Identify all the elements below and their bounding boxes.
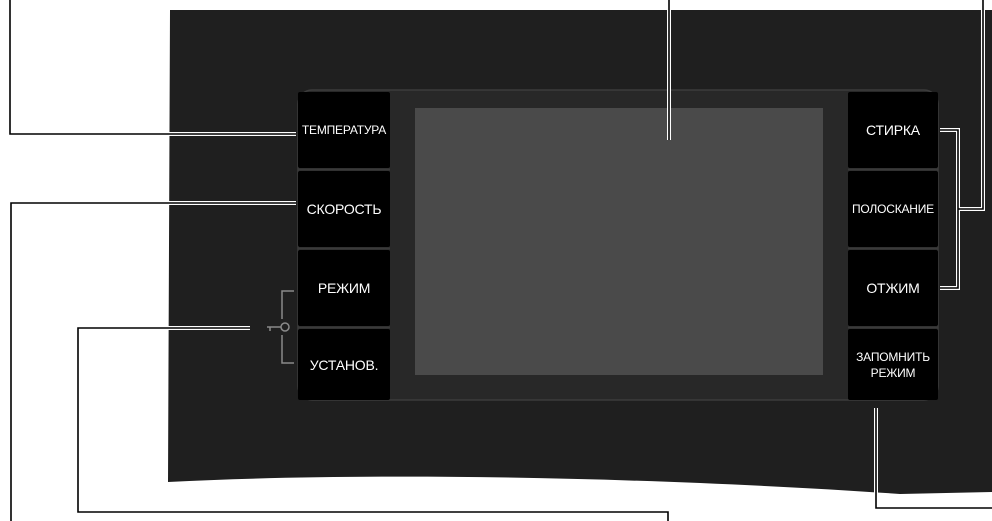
callout-memory bbox=[875, 408, 992, 509]
save-mode-button[interactable]: ЗАПОМНИТЬ РЕЖИМ bbox=[848, 329, 938, 400]
callout-memory-halo bbox=[874, 408, 992, 510]
wash-button-label: СТИРКА bbox=[866, 122, 920, 138]
temperature-button[interactable]: ТЕМПЕРАТУРА bbox=[298, 92, 390, 168]
display-screen bbox=[415, 108, 823, 375]
callout-speed bbox=[10, 202, 296, 521]
speed-button[interactable]: СКОРОСТЬ bbox=[298, 171, 390, 247]
key-icon bbox=[267, 290, 294, 364]
save-mode-button-label: ЗАПОМНИТЬ РЕЖИМ bbox=[856, 349, 930, 380]
wash-button[interactable]: СТИРКА bbox=[848, 92, 938, 168]
spin-button-label: ОТЖИМ bbox=[866, 280, 920, 296]
callout-temperature bbox=[9, 0, 296, 135]
callout-cycle-stem bbox=[958, 0, 984, 210]
rinse-button[interactable]: ПОЛОСКАНИЕ bbox=[848, 171, 938, 247]
temperature-button-label: ТЕМПЕРАТУРА bbox=[301, 123, 387, 137]
callout-cycle-stem-halo bbox=[958, 0, 985, 211]
callout-speed-halo bbox=[9, 201, 296, 521]
callout-temperature-halo bbox=[8, 0, 296, 136]
callout-cycle bbox=[940, 129, 959, 289]
mode-button-label: РЕЖИМ bbox=[317, 280, 371, 296]
callout-cycle-halo bbox=[940, 128, 960, 290]
setup-button[interactable]: УСТАНОВ. bbox=[298, 329, 390, 400]
spin-button[interactable]: ОТЖИМ bbox=[848, 250, 938, 326]
callout-keylock bbox=[77, 327, 669, 521]
setup-button-label: УСТАНОВ. bbox=[309, 356, 379, 373]
mode-button[interactable]: РЕЖИМ bbox=[298, 250, 390, 326]
rinse-button-label: ПОЛОСКАНИЕ bbox=[852, 202, 934, 216]
speed-button-label: СКОРОСТЬ bbox=[306, 201, 382, 217]
callout-keylock-halo bbox=[76, 326, 670, 521]
